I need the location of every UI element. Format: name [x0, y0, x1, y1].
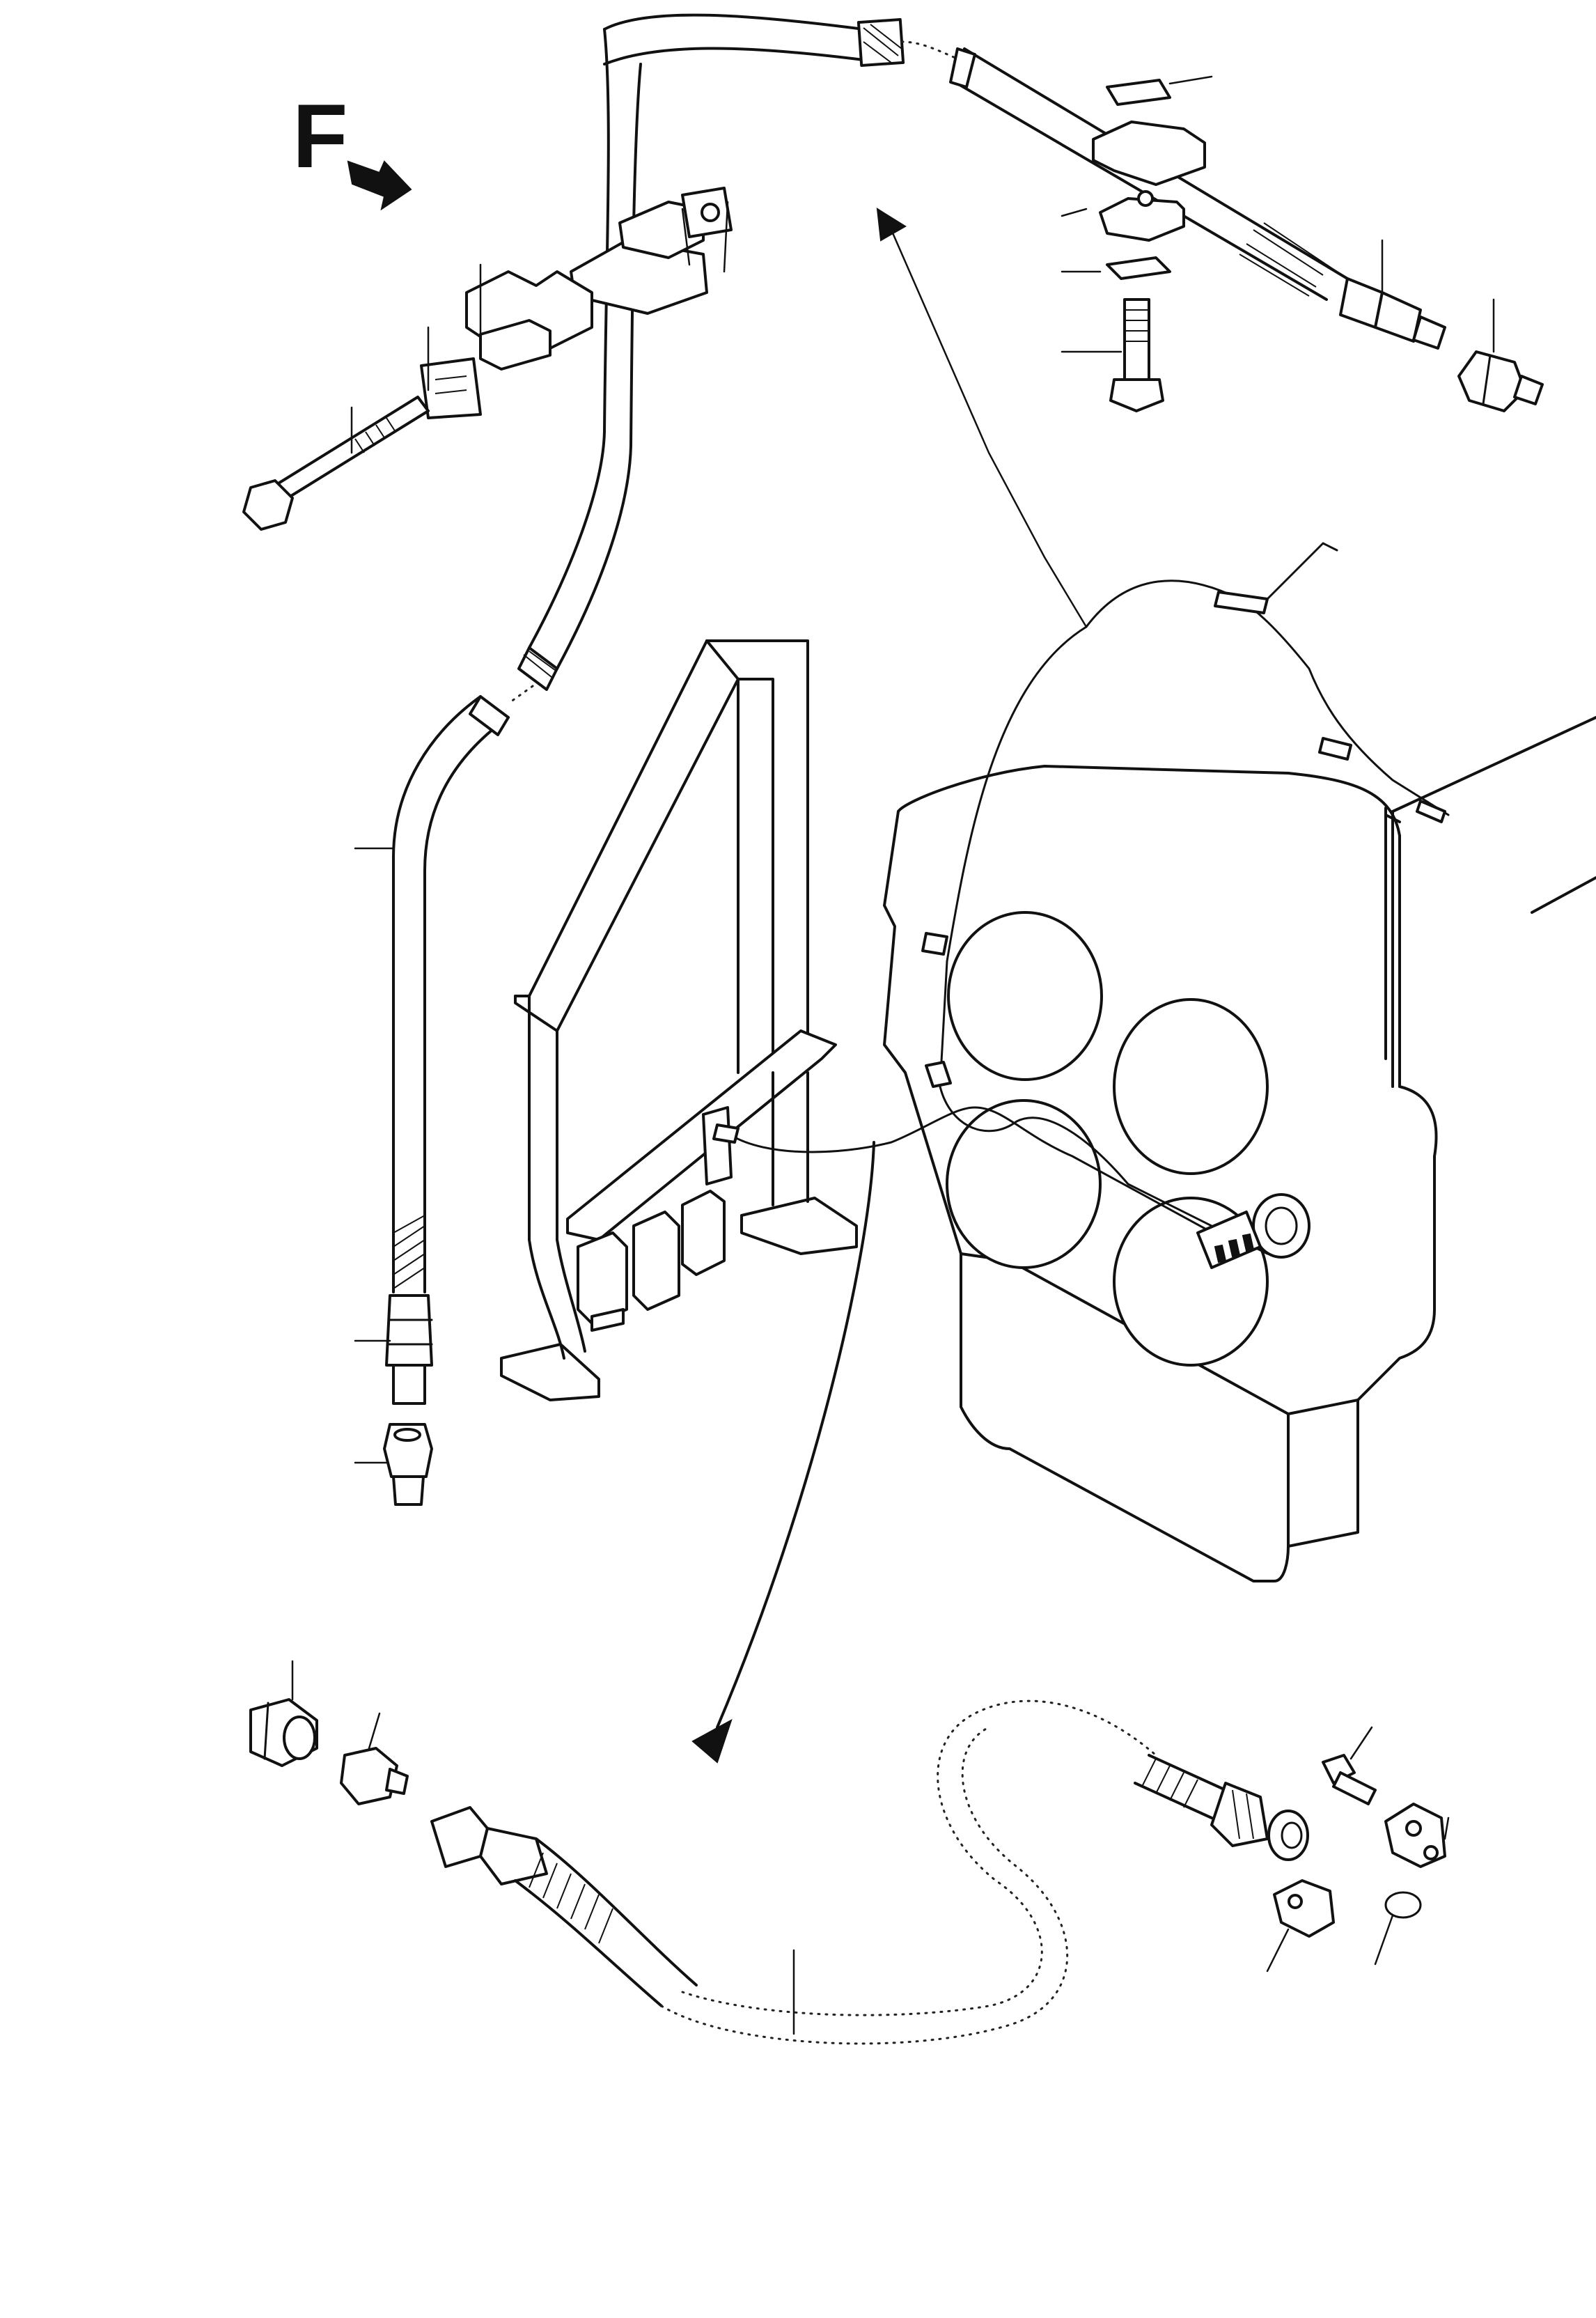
- hose-segment-top-right: [949, 47, 1544, 412]
- left-vertical-hose: [354, 695, 510, 1506]
- hose-coupling-left: [385, 1294, 433, 1405]
- lower-hose-assembly: [249, 1660, 1450, 2045]
- valve-2: [632, 1211, 680, 1311]
- leader-line: [1061, 208, 1088, 217]
- transmission-housing: [883, 716, 1596, 1582]
- clamp-bolt-left: [242, 396, 430, 531]
- clamp-plate-bottom: [1106, 256, 1171, 280]
- sensor-port: [1252, 1193, 1311, 1259]
- hose-coupling-lower: [430, 1806, 548, 1885]
- clamp-bolt-right: [1109, 298, 1164, 412]
- o-ring: [1384, 1891, 1422, 1919]
- wire-connector: [1196, 1211, 1262, 1269]
- valve-3: [681, 1190, 726, 1276]
- leader-line: [681, 208, 691, 266]
- forward-arrow-icon: [347, 160, 412, 211]
- adapter-nut-right: [1457, 350, 1544, 412]
- cross-rail: [566, 1029, 837, 1241]
- split-flange-half-upper: [1384, 1803, 1446, 1868]
- valve-1: [577, 1231, 628, 1325]
- frame-foot-right: [740, 1197, 858, 1255]
- clamp-half-lower: [1099, 197, 1185, 242]
- housing-port-lower-left: [946, 1099, 1102, 1269]
- callout-arrow-down: [691, 1141, 875, 1764]
- valve-bank: [577, 1106, 733, 1332]
- hose-coupling-right: [1339, 277, 1446, 350]
- support-frame: [500, 639, 858, 1401]
- housing-port-upper-left: [947, 911, 1103, 1081]
- forward-direction-marker: F: [292, 85, 412, 211]
- clamp-plate-left: [420, 357, 482, 419]
- adapter-left: [383, 1423, 433, 1506]
- upper-hose: [507, 13, 969, 705]
- split-flange-half-lower: [1273, 1879, 1335, 1938]
- leader-line: [1444, 1817, 1450, 1840]
- clamp-plate-top: [1106, 79, 1171, 106]
- wire-harness: [712, 208, 1450, 1269]
- leader-line: [723, 201, 729, 273]
- clamp-assembly-left: [242, 187, 733, 531]
- flange-bolt-lower-right: [1322, 1754, 1377, 1805]
- leader-line: [1374, 1914, 1394, 1966]
- leader-line: [1349, 1726, 1373, 1760]
- leader-line: [368, 1712, 381, 1750]
- adapter-nut-lower-left: [249, 1698, 318, 1767]
- clamp-half-upper: [1092, 120, 1206, 186]
- reducer-lower-left: [340, 1747, 409, 1805]
- leader-line: [1266, 1928, 1290, 1973]
- frame-foot-left: [500, 1343, 600, 1401]
- callout-arrow-icon: [876, 208, 907, 242]
- arrow-head-icon: [691, 1718, 733, 1764]
- direction-letter-f: F: [292, 85, 347, 187]
- leader-line: [1168, 75, 1213, 85]
- flange-fitting-lower-right: [1210, 1782, 1309, 1861]
- housing-port-upper-right: [1113, 998, 1269, 1175]
- clamp-assembly-right: [1061, 75, 1213, 412]
